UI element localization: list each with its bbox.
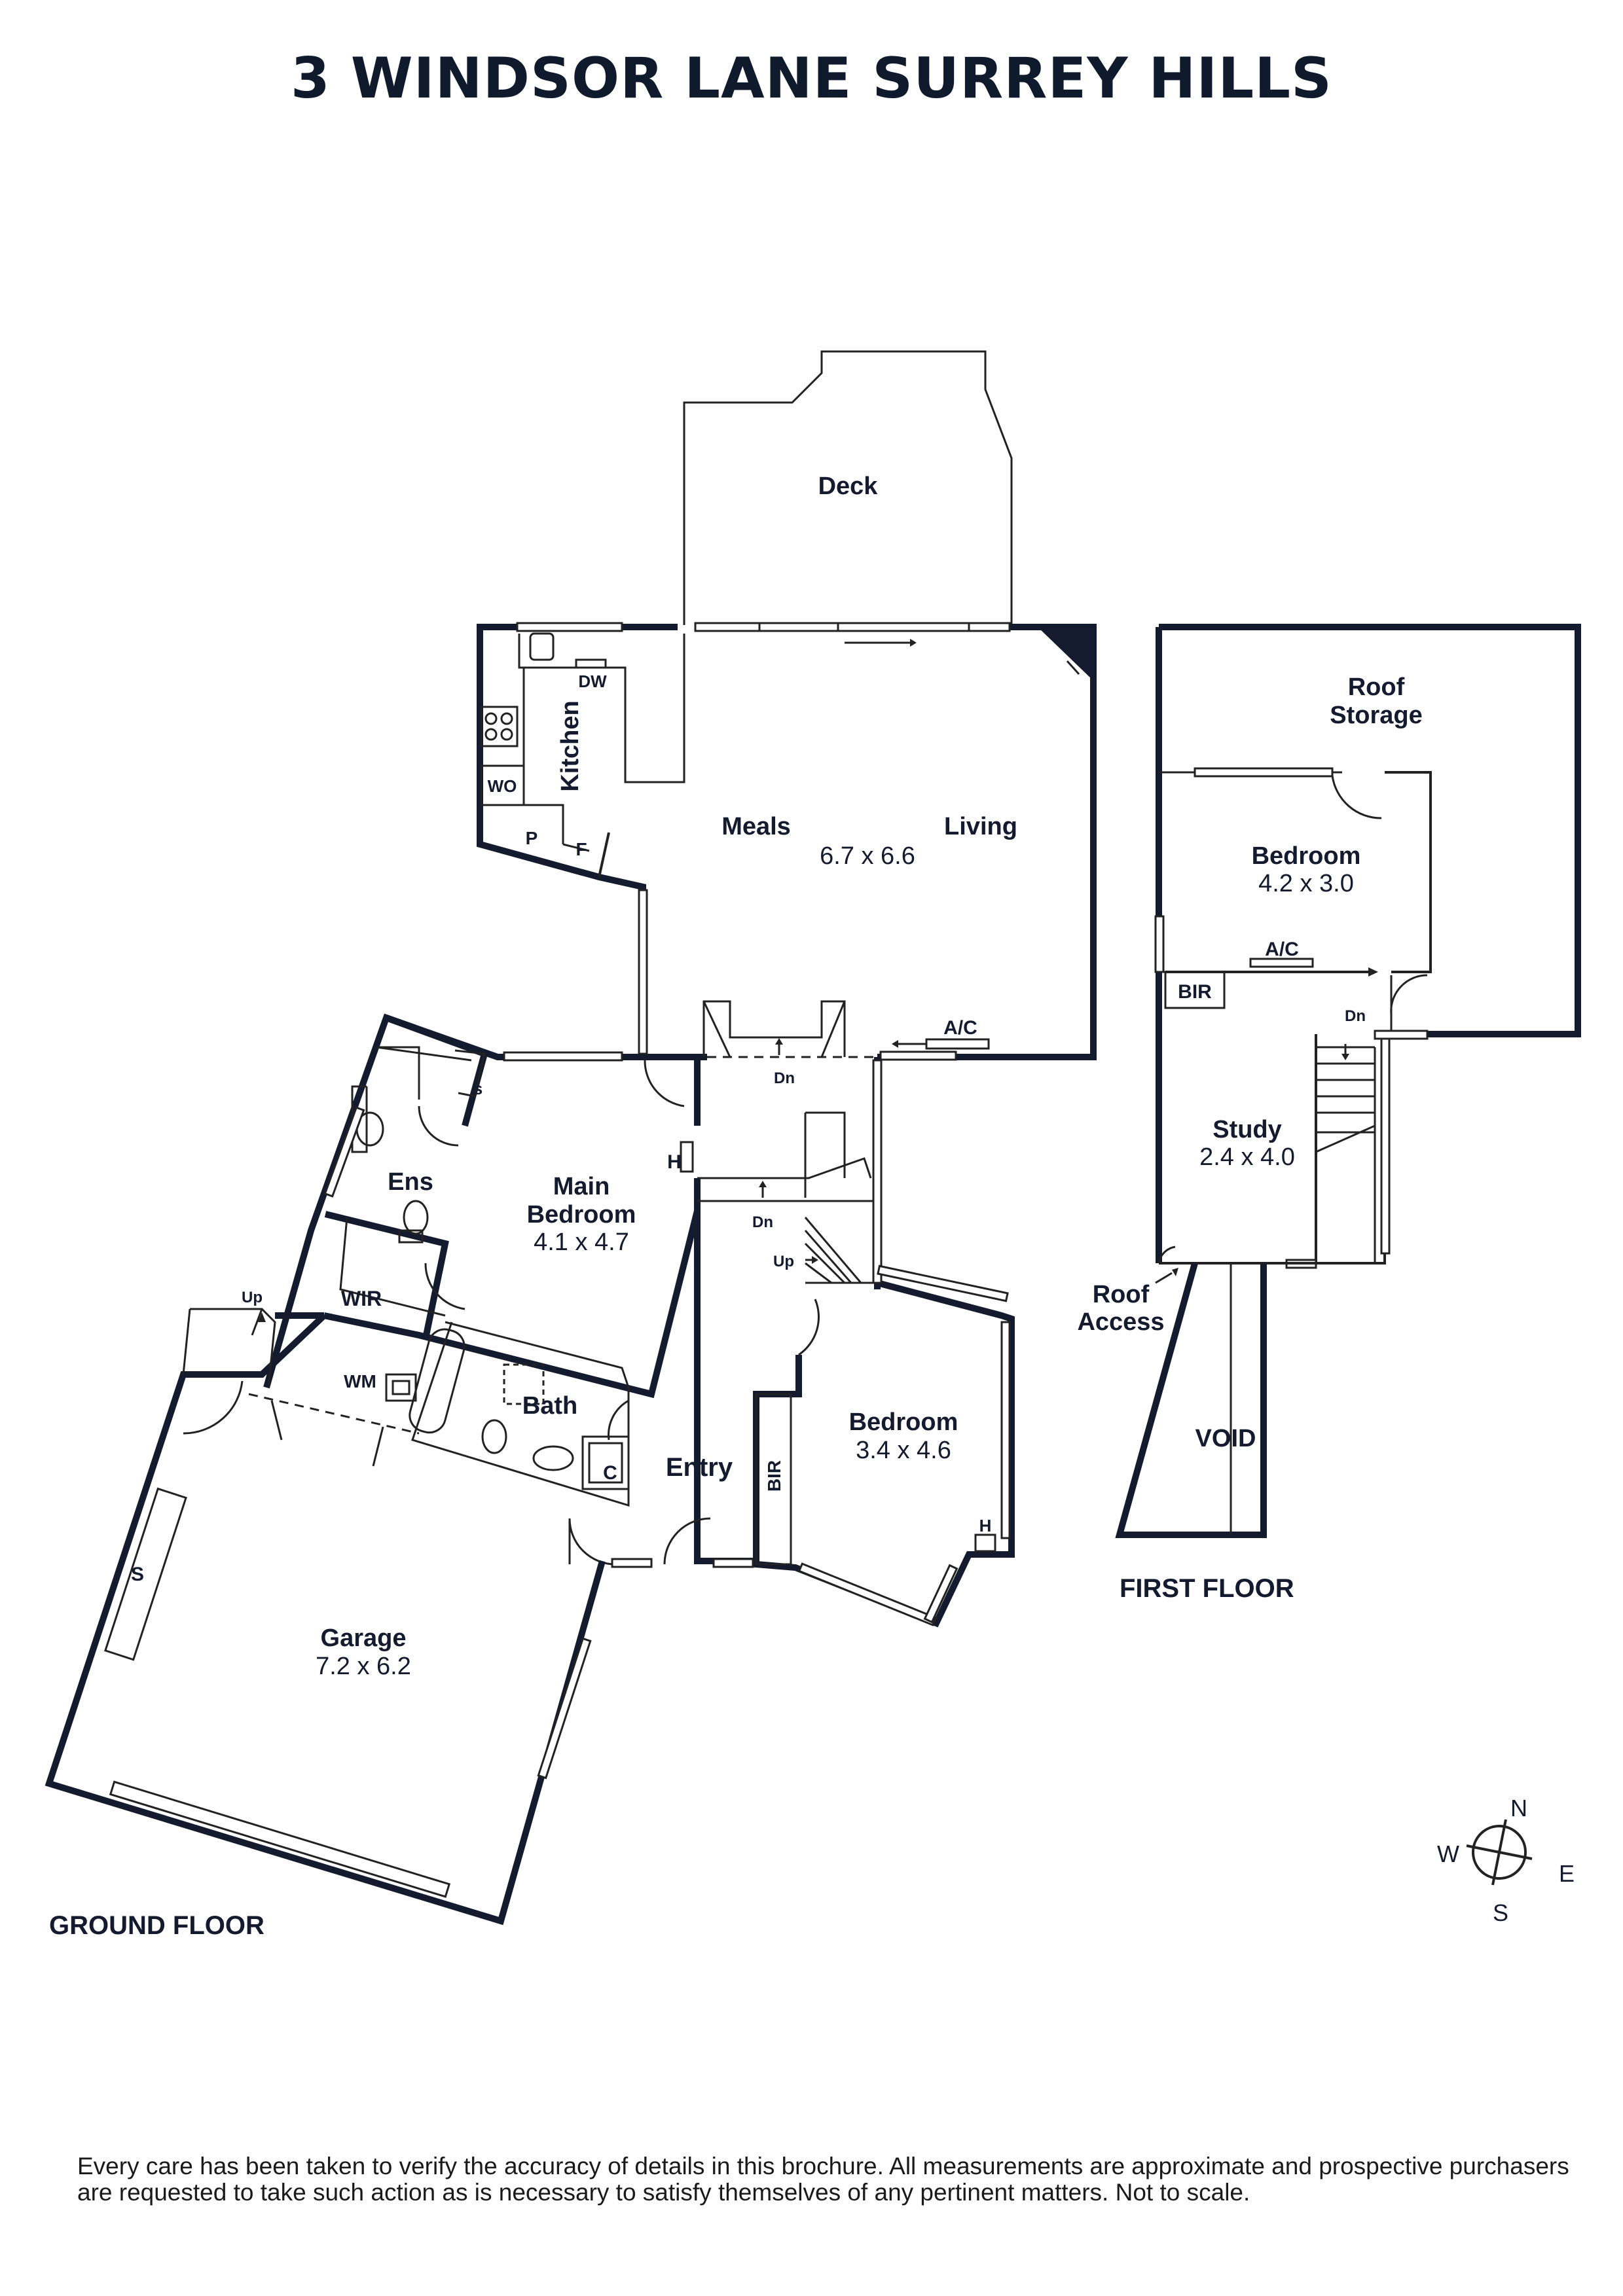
meals-label: Meals bbox=[721, 813, 791, 840]
compass-e: E bbox=[1559, 1860, 1575, 1887]
roof-storage-label-1: Roof bbox=[1348, 673, 1405, 701]
ens-label: Ens bbox=[388, 1168, 433, 1196]
first-floor-walls bbox=[1115, 624, 1581, 1538]
ground-bedroom-walls bbox=[263, 1013, 1015, 1628]
compass-icon bbox=[1466, 1819, 1533, 1886]
storage-s-label: S bbox=[131, 1564, 144, 1585]
bedroom2-label: Bedroom bbox=[849, 1408, 958, 1436]
h-label-bedroom2: H bbox=[979, 1516, 992, 1535]
wm-label: WM bbox=[344, 1371, 376, 1391]
garage-label: Garage bbox=[321, 1624, 407, 1652]
compass-w: W bbox=[1437, 1840, 1459, 1867]
deck-area bbox=[683, 350, 1013, 625]
up-label-garage: Up bbox=[242, 1289, 263, 1306]
wo-label: WO bbox=[488, 776, 517, 796]
bedroom3-dims: 4.2 x 3.0 bbox=[1258, 870, 1354, 897]
kitchen-fittings bbox=[480, 632, 685, 878]
wir-label: WIR bbox=[341, 1287, 382, 1310]
dn-label-first: Dn bbox=[1345, 1007, 1366, 1025]
living-label: Living bbox=[944, 813, 1017, 840]
bir-label-first: BIR bbox=[1178, 981, 1212, 1003]
pantry-label: P bbox=[526, 828, 538, 848]
main-bedroom-label-1: Main bbox=[553, 1173, 610, 1200]
dw-label: DW bbox=[578, 672, 607, 691]
ac-label-first: A/C bbox=[1265, 939, 1299, 960]
h-label-main: H bbox=[667, 1151, 682, 1173]
garage-dims: 7.2 x 6.2 bbox=[316, 1653, 411, 1680]
void-label: VOID bbox=[1195, 1425, 1256, 1452]
compass-s: S bbox=[1493, 1899, 1508, 1926]
disclaimer-text: Every care has been taken to verify the … bbox=[77, 2153, 1569, 2206]
meals-living-dims: 6.7 x 6.6 bbox=[820, 842, 915, 870]
dn-label-meals: Dn bbox=[774, 1069, 795, 1087]
first-floor-label: FIRST FLOOR bbox=[1120, 1574, 1294, 1603]
ground-floor-label: GROUND FLOOR bbox=[49, 1911, 264, 1940]
up-label-hall: Up bbox=[773, 1253, 794, 1270]
meals-living-walls bbox=[477, 622, 1097, 1060]
compass-n: N bbox=[1510, 1795, 1527, 1821]
shower-s-label: s bbox=[473, 1079, 483, 1098]
bath-label: Bath bbox=[522, 1392, 577, 1420]
main-bedroom-label-2: Bedroom bbox=[527, 1201, 636, 1229]
study-dims: 2.4 x 4.0 bbox=[1199, 1143, 1295, 1171]
central-stairs bbox=[702, 1000, 990, 1061]
deck-label: Deck bbox=[818, 473, 879, 500]
bedroom2-dims: 3.4 x 4.6 bbox=[856, 1437, 951, 1464]
roof-access-label-2: Access bbox=[1077, 1308, 1164, 1336]
study-label: Study bbox=[1213, 1116, 1282, 1143]
dn-label-hall: Dn bbox=[752, 1213, 773, 1231]
main-bedroom-dims: 4.1 x 4.7 bbox=[534, 1229, 629, 1256]
ac-label-ground: A/C bbox=[943, 1017, 977, 1039]
kitchen-label: Kitchen bbox=[556, 700, 584, 791]
bedroom3-label: Bedroom bbox=[1252, 842, 1361, 870]
bir-label-ground: BIR bbox=[764, 1460, 784, 1492]
roof-storage-label-2: Storage bbox=[1330, 702, 1422, 729]
roof-access-label-1: Roof bbox=[1093, 1281, 1150, 1308]
entry-label: Entry bbox=[666, 1453, 733, 1482]
page-title: 3 WINDSOR LANE SURREY HILLS bbox=[291, 46, 1332, 111]
c-label: C bbox=[603, 1462, 617, 1484]
garage-walls bbox=[45, 1308, 606, 1926]
fridge-label: F bbox=[575, 839, 587, 859]
